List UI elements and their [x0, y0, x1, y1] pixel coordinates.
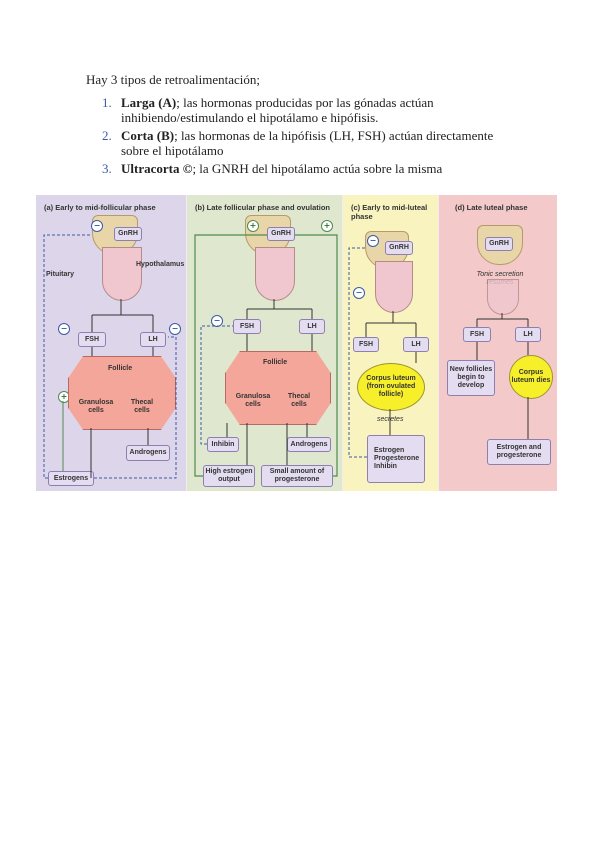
fsh-box: FSH: [463, 327, 491, 342]
gnrh-box: GnRH: [485, 237, 513, 251]
negative-feedback-icon: −: [169, 323, 181, 335]
corpus-luteum-dies-ellipse: Corpus luteum dies: [509, 355, 553, 399]
panel-c: (c) Early to mid-luteal phase GnRH − − F…: [343, 195, 438, 491]
hypothalamus-label: Hypothalamus: [136, 261, 185, 268]
high-estrogen-box: High estrogen output: [203, 465, 255, 487]
list-term: Larga (A): [121, 95, 177, 110]
new-follicles-box: New follicles begin to develop: [447, 360, 495, 396]
list-item: 2. Corta (B); las hormonas de la hipófisi…: [102, 128, 502, 158]
intro-text: Hay 3 tipos de retroalimentación;: [86, 72, 261, 87]
positive-feedback-icon: +: [321, 220, 333, 232]
positive-feedback-icon: +: [247, 220, 259, 232]
panel-b-arrows: [194, 234, 338, 477]
follicle-label: Follicle: [108, 365, 133, 372]
estrogens-box: Estrogens: [48, 471, 94, 486]
progesterone-box: Small amount of progesterone: [261, 465, 333, 487]
corpus-luteum-ellipse: Corpus luteum (from ovulated follicle): [357, 363, 425, 411]
thecal-label: Thecal cells: [130, 399, 154, 414]
list-description: ; la GNRH del hipotálamo actúa sobre la …: [192, 161, 443, 176]
pituitary-shape: [102, 247, 142, 301]
panel-d-arrows: [476, 313, 529, 439]
list-description: ; las hormonas de la hipófisis (LH, FSH)…: [121, 128, 494, 158]
granulosa-label: Granulosa cells: [235, 393, 271, 408]
negative-feedback-icon: −: [367, 235, 379, 247]
lh-box: LH: [299, 319, 325, 334]
estrogen-label: Estrogen: [374, 447, 405, 454]
follicle-shape: [225, 351, 331, 425]
panel-a: (a) Early to mid-follicular phase GnRH P…: [36, 195, 186, 491]
list-item: 1. Larga (A); las hormonas producidas por…: [102, 95, 502, 125]
panel-d-title: (d) Late luteal phase: [455, 203, 528, 212]
list-number: 3.: [102, 161, 112, 176]
negative-feedback-icon: −: [58, 323, 70, 335]
pituitary-shape: [375, 261, 413, 313]
panel-c-title: (c) Early to mid-luteal phase: [351, 203, 428, 221]
feedback-figure: (a) Early to mid-follicular phase GnRH P…: [36, 195, 557, 491]
panel-a-title: (a) Early to mid-follicular phase: [44, 203, 156, 212]
list-term: Ultracorta ©: [121, 161, 193, 176]
feedback-list: 1. Larga (A); las hormonas producidas por…: [102, 95, 502, 179]
fsh-box: FSH: [233, 319, 261, 334]
lh-box: LH: [515, 327, 541, 342]
estrogen-progesterone-box: Estrogen and progesterone: [487, 439, 551, 465]
follicle-shape: [68, 356, 176, 430]
gnrh-box: GnRH: [385, 241, 413, 255]
list-number: 2.: [102, 128, 112, 143]
gnrh-box: GnRH: [267, 227, 295, 241]
fsh-box: FSH: [353, 337, 379, 352]
pituitary-shape: [255, 247, 295, 301]
negative-feedback-icon: −: [211, 315, 223, 327]
list-term: Corta (B): [121, 128, 175, 143]
list-item: 3. Ultracorta ©; la GNRH del hipotálamo a…: [102, 161, 502, 176]
lh-box: LH: [403, 337, 429, 352]
panel-a-arrows: [43, 234, 177, 479]
androgens-box: Androgens: [126, 445, 170, 461]
panel-b-title: (b) Late follicular phase and ovulation: [195, 203, 331, 212]
pituitary-label: Pituitary: [46, 271, 75, 278]
inhibin-label: Inhibin: [374, 463, 397, 470]
gnrh-box: GnRH: [114, 227, 142, 241]
list-number: 1.: [102, 95, 112, 110]
list-description: ; las hormonas producidas por las gónada…: [121, 95, 434, 125]
progesterone-label: Progesterone: [374, 455, 420, 462]
follicle-label: Follicle: [263, 359, 288, 366]
pituitary-shape: [487, 279, 519, 315]
thecal-label: Thecal cells: [287, 393, 311, 408]
panel-d: (d) Late luteal phase GnRH Tonic secreti…: [439, 195, 557, 491]
panel-b: (b) Late follicular phase and ovulation …: [187, 195, 342, 491]
panel-c-arrows: [348, 247, 417, 458]
negative-feedback-icon: −: [91, 220, 103, 232]
granulosa-label: Granulosa cells: [78, 399, 114, 414]
lh-box: LH: [140, 332, 166, 347]
inhibin-box: Inhibin: [207, 437, 239, 452]
negative-feedback-icon: −: [353, 287, 365, 299]
luteal-hormones-box: Estrogen Progesterone Inhibin: [367, 435, 425, 483]
fsh-box: FSH: [78, 332, 106, 347]
